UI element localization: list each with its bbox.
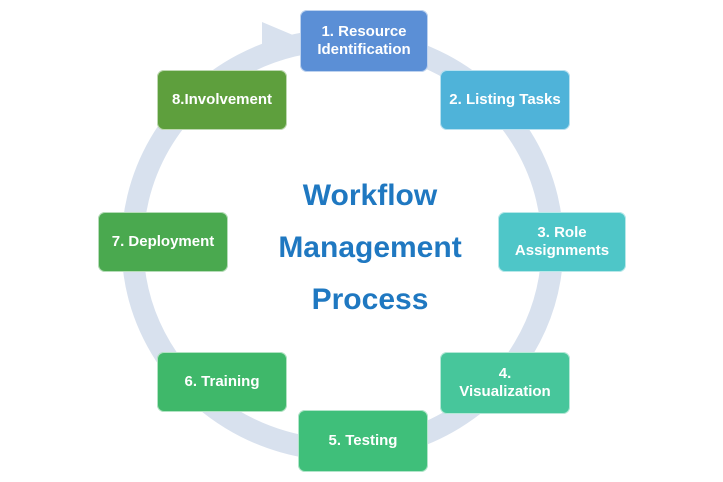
step-3-label-line1: 3. Role (537, 224, 587, 241)
step-5-label: 5. Testing (328, 432, 398, 449)
step-8-label: 8.Involvement (171, 91, 273, 108)
step-1-label-line1: 1. Resource (321, 23, 407, 40)
step-2-label: 2. Listing Tasks (449, 91, 561, 108)
step-7-label: 7. Deployment (111, 233, 215, 250)
step-1-resource-identification: 1. Resource Identification (300, 10, 428, 72)
step-6-training: 6. Training (157, 352, 287, 412)
step-3-role-assignments: 3. Role Assignments (498, 212, 626, 272)
step-4-label-line2: Visualization (459, 383, 551, 400)
step-4-label-line1: 4. (498, 365, 512, 382)
step-3-label-line2: Assignments (514, 242, 610, 259)
step-8-involvement: 8.Involvement (157, 70, 287, 130)
title-line-1: Workflow (302, 179, 438, 212)
cycle-arrowhead (262, 22, 300, 58)
title-line-2: Management (278, 231, 462, 264)
step-4-visualization: 4. Visualization (440, 352, 570, 414)
step-7-deployment: 7. Deployment (98, 212, 228, 272)
step-1-label-line2: Identification (317, 41, 411, 58)
diagram-title: Workflow Management Process (250, 170, 490, 326)
step-2-listing-tasks: 2. Listing Tasks (440, 70, 570, 130)
title-line-3: Process (311, 283, 429, 316)
step-5-testing: 5. Testing (298, 410, 428, 472)
step-6-label: 6. Training (184, 373, 260, 390)
